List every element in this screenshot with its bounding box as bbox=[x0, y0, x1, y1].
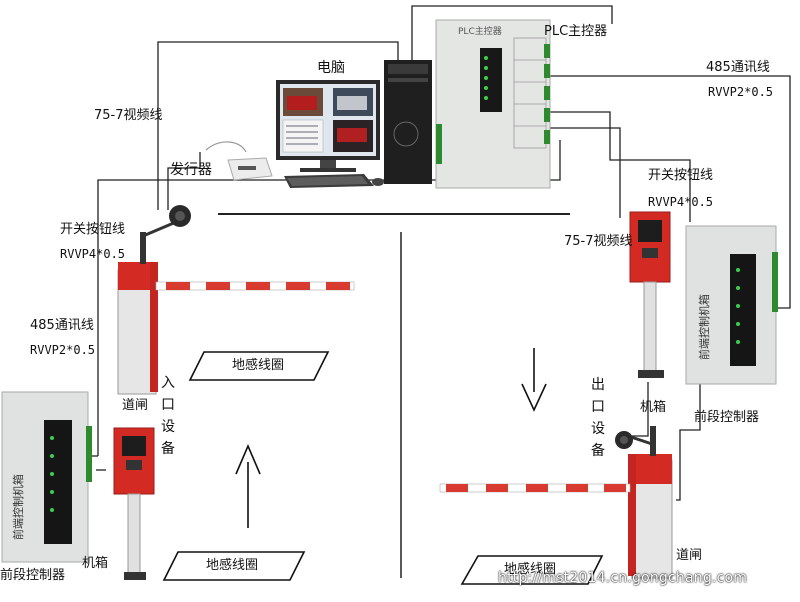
card-issuer-device bbox=[205, 141, 273, 181]
entrance-kiosk bbox=[113, 427, 155, 580]
ground-loop-top-label: 地感线圈 bbox=[231, 358, 284, 373]
kiosk-label-left: 机箱 bbox=[82, 556, 109, 571]
ground-loop-bottom-left-label: 地感线圈 bbox=[205, 558, 258, 573]
switch-line-label-right: 开关按钮线 bbox=[648, 168, 714, 183]
front-controller-right: 前端控制机箱 bbox=[685, 225, 778, 385]
kiosk-label-right: 机箱 bbox=[640, 400, 667, 415]
comm-line-label-left: 485通讯线 bbox=[30, 318, 94, 333]
front-controller-label-right: 前段控制器 bbox=[694, 410, 760, 425]
video-line-label-left: 75-7视频线 bbox=[94, 108, 163, 123]
ground-loop-bottom-right bbox=[460, 555, 604, 585]
ground-loops bbox=[162, 351, 604, 585]
switch-line-label-left: 开关按钮线 bbox=[60, 222, 126, 237]
computer-keyboard bbox=[284, 174, 384, 188]
front-controller-label-left: 前段控制器 bbox=[0, 568, 66, 583]
computer-tower bbox=[384, 60, 432, 184]
exit-kiosk bbox=[629, 211, 671, 378]
computer-monitor bbox=[276, 80, 380, 172]
front-controller-left: 前端控制机箱 bbox=[1, 391, 92, 563]
ground-loop-bottom-right-label: 地感线圈 bbox=[503, 562, 556, 577]
computer-label: 电脑 bbox=[317, 60, 345, 76]
front-controller-panel-left: 前端控制机箱 bbox=[11, 474, 25, 540]
barrier-label-right: 道闸 bbox=[676, 548, 703, 563]
switch-spec-label-left: RVVP4*0.5 bbox=[60, 247, 126, 261]
entry-arrow bbox=[235, 443, 261, 528]
entry-device-label: 入口设备 bbox=[161, 375, 175, 457]
barrier-label-left: 道闸 bbox=[122, 398, 149, 413]
barrier-gate-left bbox=[117, 205, 355, 395]
plc-controller-label: PLC主控器 bbox=[544, 24, 608, 39]
exit-arrow bbox=[521, 348, 547, 412]
issuer-label: 发行器 bbox=[170, 162, 212, 178]
comm-line-label-right: 485通讯线 bbox=[706, 60, 770, 75]
barrier-gate-right bbox=[439, 426, 673, 579]
exit-device-label: 出口设备 bbox=[591, 377, 605, 459]
ground-loop-top bbox=[188, 351, 330, 381]
comm-spec-label-right: RVVP2*0.5 bbox=[708, 85, 774, 99]
comm-spec-label-left: RVVP2*0.5 bbox=[30, 343, 96, 357]
front-controller-panel-right: 前端控制机箱 bbox=[697, 294, 711, 360]
plc-controller-box bbox=[435, 19, 551, 189]
ground-loop-bottom-left bbox=[162, 551, 306, 581]
video-line-label-right: 75-7视频线 bbox=[564, 234, 633, 249]
switch-spec-label-right: RVVP4*0.5 bbox=[648, 195, 714, 209]
watermark-text: http://mst2014.cn.gongchang.com bbox=[498, 570, 748, 586]
plc-panel-label: PLC主控器 bbox=[458, 25, 502, 37]
